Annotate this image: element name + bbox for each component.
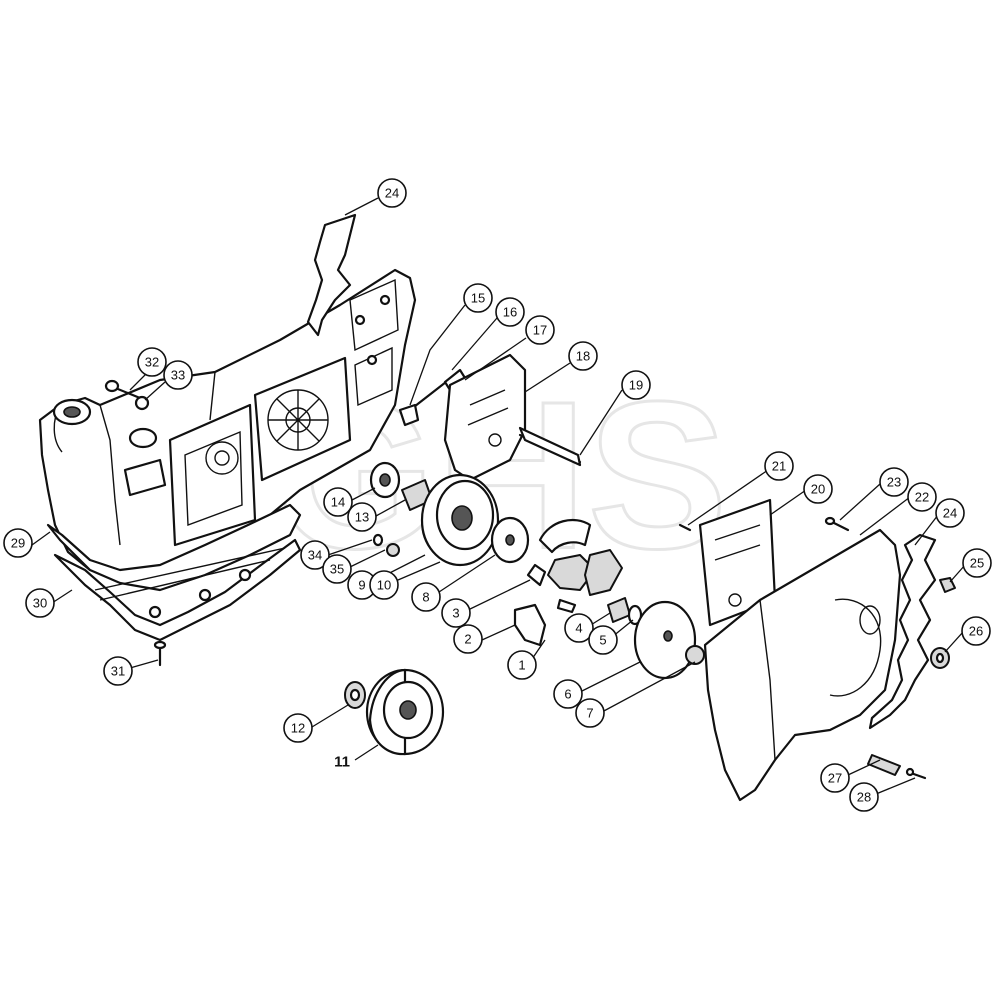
callout-label: 27 xyxy=(828,771,842,786)
callout-10: 10 xyxy=(369,570,399,600)
callout-label: 15 xyxy=(471,291,485,306)
callout-6: 6 xyxy=(553,679,583,709)
bearing-12 xyxy=(344,681,366,709)
callout-label: 2 xyxy=(464,632,471,647)
sprocket-cover-22 xyxy=(703,528,902,802)
callout-label: 21 xyxy=(772,459,786,474)
callout-label: 4 xyxy=(575,621,582,636)
callout-29: 29 xyxy=(3,528,33,558)
callout-26: 26 xyxy=(961,616,991,646)
callout-2: 2 xyxy=(453,624,483,654)
clutch-assembly xyxy=(513,518,623,647)
callout-label: 35 xyxy=(330,562,344,577)
callout-20: 20 xyxy=(803,474,833,504)
callout-label: 19 xyxy=(629,378,643,393)
callout-25: 25 xyxy=(962,548,992,578)
callout-27: 27 xyxy=(820,763,850,793)
callout-label: 6 xyxy=(564,687,571,702)
callout-label: 30 xyxy=(33,596,47,611)
callout-18: 18 xyxy=(568,341,598,371)
callout-1: 1 xyxy=(507,650,537,680)
callout-21: 21 xyxy=(764,451,794,481)
washer-14 xyxy=(369,461,401,499)
callout-label: 9 xyxy=(358,578,365,593)
nut-25 xyxy=(939,577,956,593)
callout-label: 3 xyxy=(452,606,459,621)
plate-18 xyxy=(443,353,527,482)
callout-33: 33 xyxy=(163,360,193,390)
callout-label: 24 xyxy=(385,186,399,201)
callout-8: 8 xyxy=(411,582,441,612)
callout-35: 35 xyxy=(322,554,352,584)
pin-27 xyxy=(867,754,901,776)
callout-label: 10 xyxy=(377,578,391,593)
chain-guard-plate-top xyxy=(306,213,357,337)
callout-label: 14 xyxy=(331,495,345,510)
callout-label: 13 xyxy=(355,510,369,525)
pin-28 xyxy=(905,767,927,780)
callout-label: 29 xyxy=(11,536,25,551)
nut-7 xyxy=(685,645,705,665)
callout-24-top: 24 xyxy=(377,178,407,208)
callout-label: 25 xyxy=(970,556,984,571)
callout-16: 16 xyxy=(495,297,525,327)
screw-31 xyxy=(153,640,167,667)
callout-label: 32 xyxy=(145,355,159,370)
callout-23: 23 xyxy=(879,467,909,497)
callout-3: 3 xyxy=(441,598,471,628)
washer-8 xyxy=(490,516,530,564)
callout-label: 7 xyxy=(586,706,593,721)
callout-4: 4 xyxy=(564,613,594,643)
callout-label: 24 xyxy=(943,506,957,521)
callout-label: 23 xyxy=(887,475,901,490)
callout-15: 15 xyxy=(463,283,493,313)
callout-28: 28 xyxy=(849,782,879,812)
callout-30: 30 xyxy=(25,588,55,618)
callout-label: 1 xyxy=(518,658,525,673)
callout-5: 5 xyxy=(588,625,618,655)
callout-label: 5 xyxy=(599,633,606,648)
callout-12: 12 xyxy=(283,713,313,743)
callout-label: 26 xyxy=(969,624,983,639)
callout-34: 34 xyxy=(300,540,330,570)
callout-label: 12 xyxy=(291,721,305,736)
clutch-drum-10 xyxy=(420,473,500,567)
nut-26 xyxy=(930,647,950,669)
callout-label: 8 xyxy=(422,590,429,605)
leader-lines xyxy=(31,197,966,795)
chain-guard-plate-right xyxy=(868,533,937,730)
pin-21 xyxy=(678,523,692,532)
callout-label: 17 xyxy=(533,323,547,338)
bottom-plate-gasket xyxy=(46,503,302,642)
label-11: 11 xyxy=(334,754,350,771)
callout-32: 32 xyxy=(137,347,167,377)
screw-23 xyxy=(824,516,850,532)
callout-label: 18 xyxy=(576,349,590,364)
callout-label: 16 xyxy=(503,305,517,320)
callout-label: 33 xyxy=(171,368,185,383)
callouts: 24 15 16 17 18 19 32 33 14 13 29 34 35 9… xyxy=(3,178,992,812)
callout-31: 31 xyxy=(103,656,133,686)
crankcase-housing xyxy=(38,268,417,582)
callout-label: 22 xyxy=(915,490,929,505)
callout-19: 19 xyxy=(621,370,651,400)
callout-17: 17 xyxy=(525,315,555,345)
callout-22: 22 xyxy=(907,482,937,512)
clutch-drum-11 xyxy=(365,668,445,756)
callout-24-right: 24 xyxy=(935,498,965,528)
callout-14: 14 xyxy=(323,487,353,517)
callout-label: 20 xyxy=(811,482,825,497)
callout-7: 7 xyxy=(575,698,605,728)
parts-34-35 xyxy=(372,533,400,557)
callout-label: 28 xyxy=(857,790,871,805)
callout-13: 13 xyxy=(347,502,377,532)
stud-19 xyxy=(518,426,582,467)
callout-label: 34 xyxy=(308,548,322,563)
parts-4-5 xyxy=(607,597,643,626)
callout-label: 31 xyxy=(111,664,125,679)
